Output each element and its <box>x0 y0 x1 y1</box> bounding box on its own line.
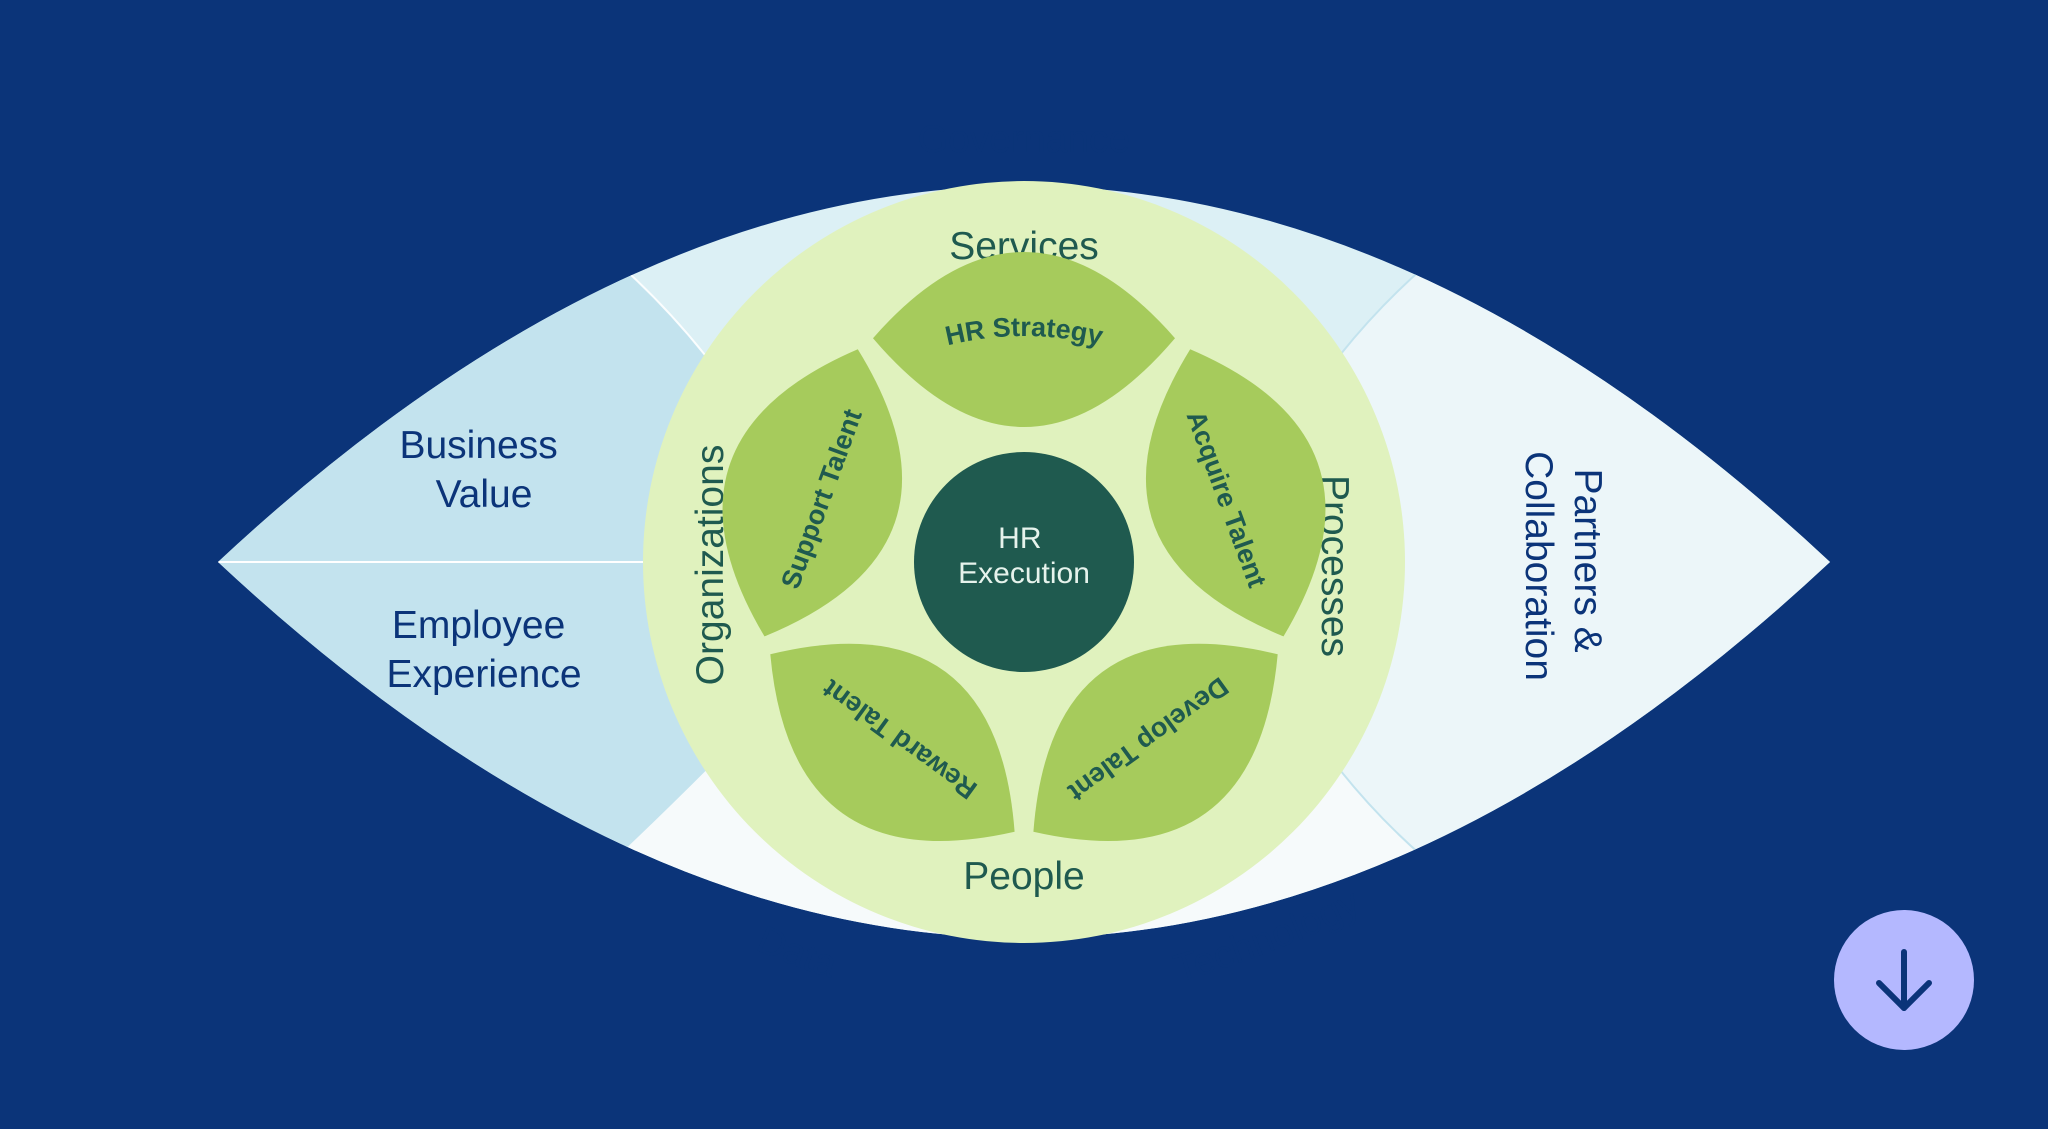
talent-petals <box>722 252 1326 842</box>
data-label: Data <box>751 918 842 987</box>
partners-collaboration-label: Partners & Collaboration <box>1517 451 1609 681</box>
acquire-talent-petal <box>1145 349 1326 637</box>
employee-experience-label: Employee Experience <box>386 604 581 696</box>
hr-execution-circle <box>914 452 1134 672</box>
arrow-down-icon <box>1876 949 1932 1011</box>
support-talent-petal <box>722 349 903 637</box>
business-value-label: Business Value <box>399 424 568 516</box>
hr-strategy-petal <box>873 252 1175 427</box>
reward-talent-petal <box>770 643 1015 842</box>
hr-execution-label: HR Execution <box>958 522 1090 590</box>
people-label: People <box>963 855 1084 898</box>
develop-talent-petal <box>1033 643 1278 842</box>
download-button[interactable] <box>1834 910 1974 1050</box>
governance-label: Governance <box>918 118 1130 161</box>
